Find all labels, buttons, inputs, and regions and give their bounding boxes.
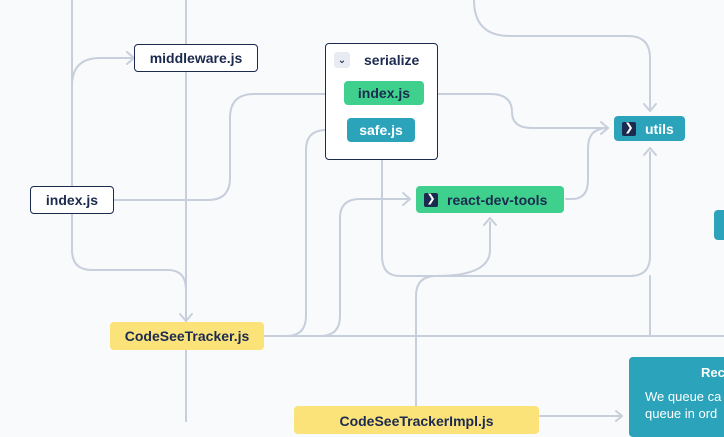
node-codesee-tracker-js[interactable]: CodeSeeTracker.js: [110, 322, 264, 350]
node-label: index.js: [45, 192, 99, 208]
node-label: safe.js: [359, 122, 403, 138]
node-utils-folder[interactable]: ❯ utils: [614, 116, 685, 141]
arrowhead-utils-top: [643, 103, 657, 112]
annotation-note[interactable]: Rec We queue ca queue in ord: [629, 357, 724, 437]
node-label: react-dev-tools: [447, 191, 548, 208]
node-label: CodeSeeTracker.js: [124, 328, 250, 344]
edge-top-to-utils: [473, 0, 651, 111]
note-title: Rec: [701, 365, 724, 380]
arrowhead-react: [402, 192, 411, 206]
edge-tracker-to-react: [263, 198, 411, 337]
node-index-js[interactable]: index.js: [30, 186, 114, 214]
node-label: utils: [645, 120, 674, 137]
node-serialize-index-js[interactable]: index.js: [344, 81, 424, 105]
edge-impl-trunk: [415, 275, 437, 407]
arrowhead-impl-right: [615, 410, 623, 422]
dependency-edges: [71, 0, 724, 422]
offscreen-node-stub[interactable]: [714, 210, 724, 240]
edge-impl-to-safe: [381, 151, 437, 277]
edge-tracker-to-safe: [263, 129, 341, 337]
node-react-dev-tools-folder[interactable]: ❯ react-dev-tools: [416, 186, 564, 213]
edge-to-middleware: [71, 57, 135, 87]
node-serialize-safe-js[interactable]: safe.js: [347, 118, 415, 142]
edge-react-to-utils: [565, 127, 609, 200]
edge-index-to-tracker: [71, 219, 187, 323]
node-label: index.js: [357, 85, 411, 101]
note-line: queue in ord: [645, 406, 718, 421]
node-middleware-js[interactable]: middleware.js: [134, 44, 258, 72]
edge-index-to-serialize-index: [113, 93, 341, 201]
chevron-right-icon[interactable]: ❯: [424, 192, 438, 207]
note-line: We queue ca: [645, 389, 722, 404]
edge-serialize-index-to-utils: [427, 93, 609, 129]
arrowhead-react-bottom: [483, 217, 497, 226]
arrowhead-utils-left: [600, 121, 609, 135]
edge-impl-to-utils: [435, 151, 651, 277]
chevron-down-icon[interactable]: ⌄: [334, 52, 350, 68]
node-label: middleware.js: [149, 50, 243, 66]
note-body: We queue ca queue in ord: [645, 388, 724, 422]
node-codesee-tracker-impl-js[interactable]: CodeSeeTrackerImpl.js: [294, 406, 539, 434]
chevron-right-icon[interactable]: ❯: [622, 121, 636, 136]
folder-header: ⌄ serialize: [334, 52, 419, 68]
folder-label: serialize: [364, 52, 420, 68]
node-label: CodeSeeTrackerImpl.js: [339, 413, 494, 429]
arrowhead-utils-bottom: [643, 147, 657, 156]
arrowhead-tracker: [179, 313, 193, 322]
edge-impl-to-react: [435, 221, 491, 277]
